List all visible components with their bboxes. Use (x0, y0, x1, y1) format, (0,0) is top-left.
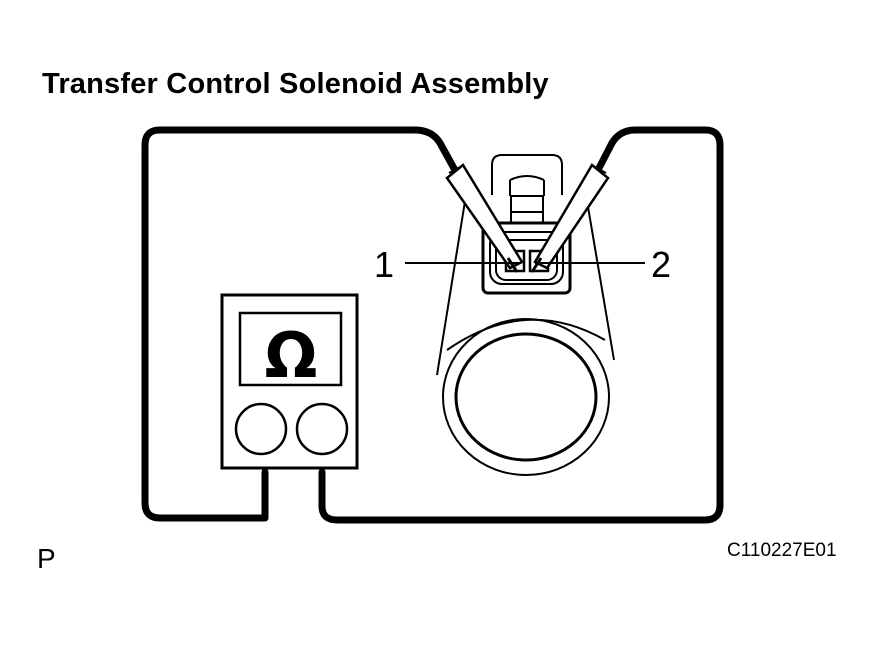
probe-left-icon (445, 163, 524, 273)
meter-jack-right (295, 402, 349, 456)
ohmmeter-icon: Ω (220, 293, 359, 470)
diagram-title: Transfer Control Solenoid Assembly (42, 68, 549, 100)
solenoid-icon (436, 154, 615, 476)
terminal-1-label: 1 (374, 244, 394, 285)
test-lead-left (141, 126, 460, 522)
meter-jack-left (234, 402, 288, 456)
ohm-symbol: Ω (265, 319, 318, 392)
figure-code: C110227E01 (727, 540, 837, 561)
probe-right-icon (530, 163, 610, 273)
corner-mark: P (37, 543, 56, 574)
test-lead-right (318, 126, 724, 524)
terminal-2-label: 2 (651, 244, 671, 285)
